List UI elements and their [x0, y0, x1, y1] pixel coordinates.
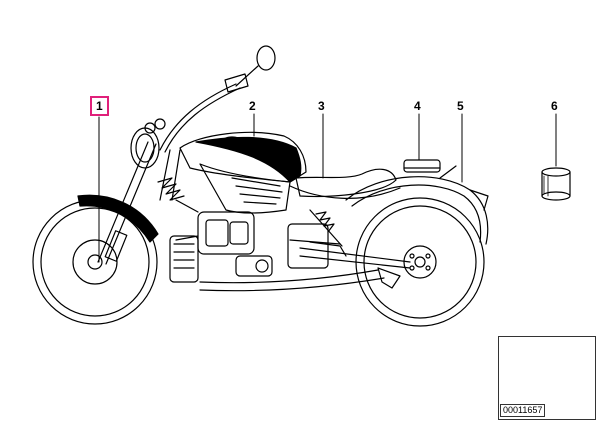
handlebar [159, 45, 276, 153]
rear-wheel [355, 197, 485, 327]
front-fender [77, 194, 159, 243]
front-fork [97, 141, 157, 265]
rear-cover [403, 159, 441, 173]
engine [169, 199, 341, 283]
callout-6[interactable]: 6 [551, 99, 558, 113]
front-spring [157, 149, 185, 201]
callout-3[interactable]: 3 [318, 99, 325, 113]
callout-4[interactable]: 4 [414, 99, 421, 113]
part-6-sleeve [541, 167, 571, 201]
callout-2[interactable]: 2 [249, 99, 256, 113]
side-panel [199, 163, 291, 214]
leader-lines [98, 113, 557, 263]
diagram-code: 00011657 [500, 404, 546, 417]
rear-shock [309, 209, 343, 247]
callout-5[interactable]: 5 [457, 99, 464, 113]
seat [289, 168, 401, 199]
callout-1[interactable]: 1 [90, 96, 109, 116]
fuel-tank [179, 131, 307, 183]
rear-fender [345, 165, 489, 245]
swingarm [299, 241, 411, 269]
headlight [130, 118, 166, 169]
